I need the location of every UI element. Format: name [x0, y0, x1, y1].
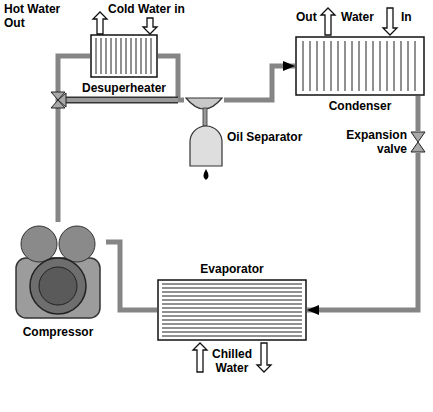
flow-label: In	[401, 10, 412, 24]
bypass-pipe	[64, 100, 178, 101]
tube-lines	[96, 38, 151, 74]
separator-dome	[190, 126, 222, 166]
separator-pipe	[203, 108, 207, 126]
flow-label: Cold Water in	[108, 2, 185, 16]
evaporator-drawing	[157, 279, 307, 341]
tube-lines	[162, 284, 302, 336]
expansion-valve-drawing	[410, 131, 426, 153]
heat-exchanger-label: Desuperheater	[82, 81, 166, 95]
flow-label: Chilled Water	[206, 347, 258, 375]
condenser-drawing	[295, 36, 425, 96]
compressor-symbol	[16, 226, 100, 318]
heat-exchanger-shape	[90, 34, 158, 78]
heat-exchanger-drawing	[90, 34, 158, 78]
oil-separator-shape	[184, 94, 224, 180]
expansion-valve-shape	[410, 131, 426, 153]
exchanger-outline	[91, 35, 157, 77]
condenser-shape	[295, 36, 425, 96]
water-arrow	[383, 8, 397, 35]
refrigerant-pipe	[106, 242, 157, 310]
evaporator-node: Evaporator	[157, 262, 307, 341]
condenser-label: Condenser	[329, 99, 392, 113]
oil-separator-drawing	[184, 94, 224, 180]
flow-label: Water	[341, 10, 374, 24]
oil-drip	[204, 169, 209, 180]
refrigerant-pipe	[224, 66, 295, 100]
condenser-outline	[296, 37, 424, 95]
flow-label: Hot Water Out	[4, 2, 66, 30]
oil-separator-node: Oil Separator	[184, 94, 302, 180]
refrigerant-pipe	[416, 96, 421, 131]
expansion-valve-node: Expansion valve	[341, 128, 426, 156]
condenser-node: Condenser	[295, 36, 425, 113]
evaporator-outline	[158, 280, 306, 340]
water-arrow	[93, 12, 107, 34]
compressor-drawing	[10, 222, 106, 322]
three-way-valve	[51, 92, 66, 108]
tube-lines	[303, 41, 415, 91]
compressor-label: Compressor	[23, 325, 94, 339]
separator-cup	[186, 98, 222, 109]
water-arrow	[321, 8, 335, 35]
compressor-shape	[10, 222, 106, 322]
heat-exchanger-node: Desuperheater	[82, 34, 166, 95]
evaporator-shape	[157, 279, 307, 341]
water-arrow	[193, 343, 207, 372]
compressor-node: Compressor	[10, 222, 106, 339]
refrigerant-pipe	[307, 153, 418, 310]
evaporator-label: Evaporator	[200, 262, 263, 276]
oil-separator-label: Oil Separator	[227, 130, 302, 144]
flow-label: Out	[296, 10, 317, 24]
expansion-valve-symbol	[411, 132, 425, 152]
water-arrow	[143, 18, 157, 34]
expansion-valve-label: Expansion valve	[341, 128, 407, 156]
refrigerant-pipe	[58, 56, 90, 222]
water-arrow	[257, 343, 271, 372]
